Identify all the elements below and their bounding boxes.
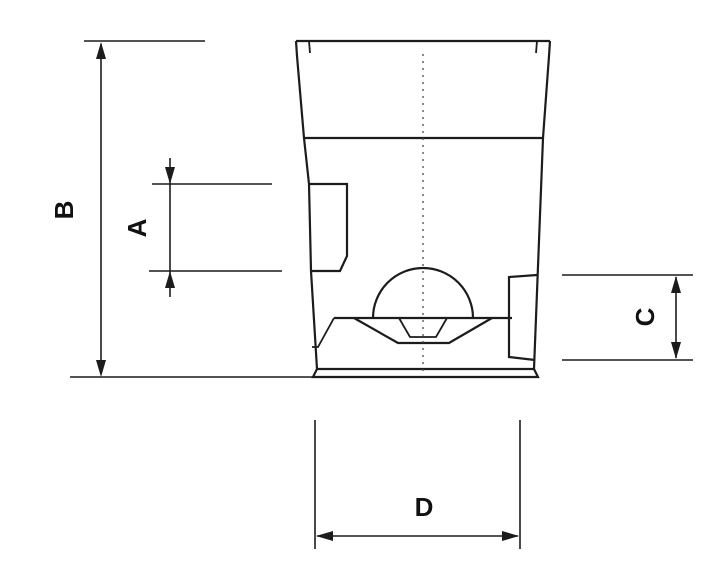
dim-d-arrow-left-icon [316,531,333,541]
body-left-edge [302,137,319,370]
left-relief-line [312,317,335,348]
clamp-slot-outer [353,317,493,345]
screw-dome-arc [371,266,475,319]
dimension-b: B [49,40,313,378]
collar-left-edge [294,40,306,139]
top-chamfer-left-line [308,40,311,54]
dim-a-arrow-up-icon [165,271,175,288]
dim-d-label: D [415,492,434,522]
dim-c-arrow-down-icon [671,342,681,359]
dim-b-arrow-up-icon [96,42,106,59]
dim-b-arrow-down-icon [96,360,106,377]
dim-a-label: A [122,218,152,237]
screw-recess [398,317,448,338]
part-view [294,39,552,379]
dim-d-arrow-right-icon [502,531,519,541]
right-insert-pocket [507,273,538,362]
bottom-skirt-edge [311,368,540,379]
dim-b-label: B [49,201,79,220]
dimension-c: C [562,274,693,361]
left-insert-pocket [309,182,349,273]
top-chamfer-right-line [535,40,538,54]
body-right-edge [532,137,545,370]
dim-c-label: C [630,307,660,326]
dimension-a: A [122,158,282,297]
collar-right-edge [541,40,552,139]
dimension-d: D [314,420,521,549]
dim-c-arrow-up-icon [671,276,681,293]
dim-a-arrow-down-icon [165,167,175,184]
